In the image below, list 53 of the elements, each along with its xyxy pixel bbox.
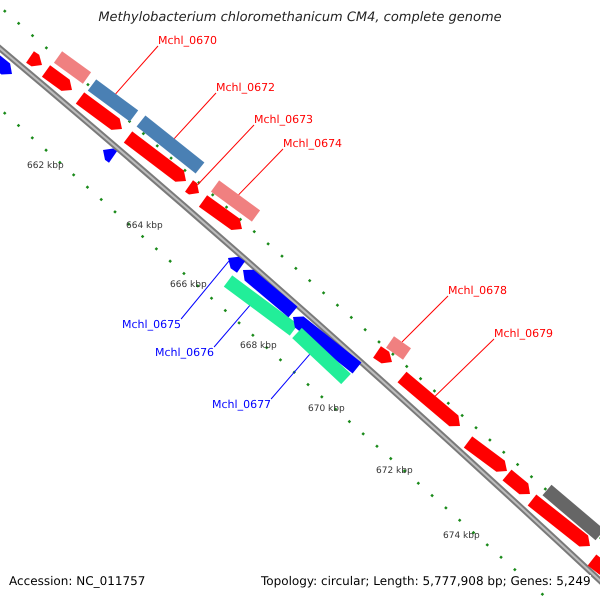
gene-block — [386, 336, 411, 360]
leader-line — [434, 338, 494, 396]
gene-label: Mchl_0676 — [155, 347, 214, 358]
genome-summary: Topology: circular; Length: 5,777,908 bp; Genes: 5,249 — [261, 575, 591, 587]
leader-line — [402, 296, 448, 342]
gene-pentagon — [373, 346, 392, 364]
leader-line — [238, 148, 284, 196]
gene-label: Mchl_0672 — [216, 82, 276, 93]
gene-pentagon — [528, 494, 590, 546]
scale-label: 664 kbp — [126, 222, 163, 231]
gene-block — [210, 180, 260, 222]
gene-pentagon — [0, 52, 12, 74]
accession-label: Accession: NC_011757 — [9, 575, 146, 587]
leader-line — [196, 124, 254, 186]
gene-label: Mchl_0679 — [494, 328, 554, 339]
gene-pentagon — [76, 92, 122, 130]
gene-pentagon — [185, 180, 199, 194]
gene-block — [292, 328, 351, 384]
gene-block — [54, 51, 92, 84]
gene-block — [542, 484, 600, 540]
title: Methylobacterium chloromethanicum CM4, complete genome — [97, 11, 503, 24]
leader-line — [115, 46, 158, 94]
gene-pentagon — [293, 316, 362, 374]
gene-label: Mchl_0673 — [254, 114, 314, 125]
gene-block — [88, 79, 138, 122]
gene-label: Mchl_0675 — [122, 319, 182, 330]
gene-label: Mchl_0674 — [283, 138, 342, 149]
gene-pentagon — [228, 256, 245, 273]
gene-pentagon — [502, 470, 530, 494]
scale-label: 674 kbp — [443, 532, 480, 541]
gene-label: Mchl_0670 — [158, 35, 218, 46]
gene-pentagon — [42, 65, 72, 91]
scale-label: 672 kbp — [376, 467, 413, 476]
gene-pentagon — [26, 51, 42, 66]
leader-line — [214, 305, 250, 348]
scale-label: 666 kbp — [170, 281, 207, 290]
gene-pentagon — [243, 270, 298, 318]
gene-pentagon — [198, 195, 242, 230]
gene-block — [224, 275, 298, 336]
gene-pentagon — [588, 554, 600, 575]
scale-label: 662 kbp — [27, 162, 64, 171]
gene-pentagon — [464, 436, 507, 472]
gene-label: Mchl_0677 — [212, 399, 272, 410]
gene-block — [136, 116, 204, 174]
leader-line — [174, 92, 216, 140]
gene-pentagon — [398, 372, 460, 426]
gene-pentagon — [103, 148, 117, 163]
leader-line — [270, 354, 310, 400]
scale-label: 670 kbp — [308, 405, 345, 414]
scale-label: 668 kbp — [240, 342, 277, 351]
gene-label: Mchl_0678 — [448, 285, 508, 296]
leader-line — [180, 260, 230, 320]
gene-pentagon — [124, 131, 186, 182]
